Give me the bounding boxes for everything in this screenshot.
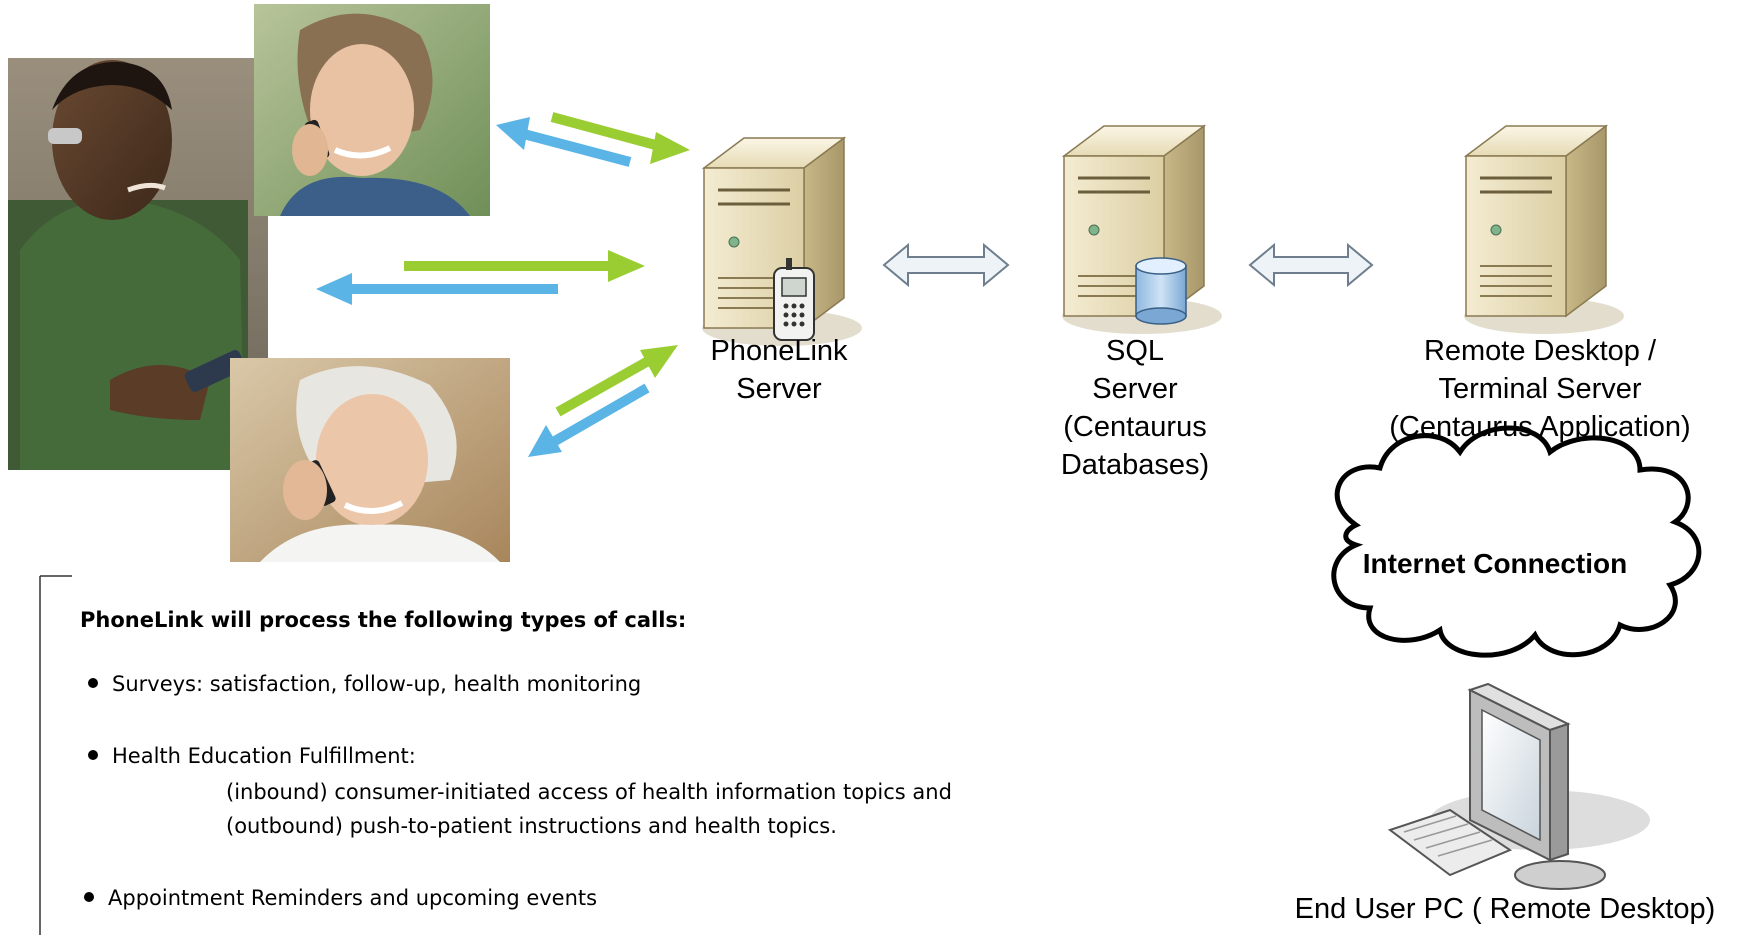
internet-connection-label: Internet Connection xyxy=(1362,548,1628,579)
photo-woman-phone-1 xyxy=(254,4,490,216)
photo-man-headset xyxy=(8,58,268,471)
phonelink-server-label: PhoneLink Server xyxy=(684,332,874,408)
call-type-label: Health Education Fulfillment: xyxy=(112,744,416,768)
remote-desktop-label: Remote Desktop / Terminal Server (Centau… xyxy=(1350,332,1730,446)
photo-woman-phone-2 xyxy=(230,358,510,562)
arrow-head-green-mid xyxy=(608,250,645,282)
call-type-item: Health Education Fulfillment: xyxy=(88,744,416,768)
call-type-subline: (inbound) consumer-initiated access of h… xyxy=(226,780,952,804)
mobile-phone-icon xyxy=(773,258,815,341)
end-user-label-text: End User PC ( Remote Desktop) xyxy=(1294,893,1716,925)
call-arrows xyxy=(316,112,690,457)
bullet-icon xyxy=(88,750,98,760)
note-bracket xyxy=(39,575,72,935)
arrow-head-green-bottom xyxy=(640,345,678,378)
phonelink-server-icon xyxy=(701,136,862,346)
note-heading: PhoneLink will process the following typ… xyxy=(80,608,687,632)
sql-server-label: SQL Server (Centaurus Databases) xyxy=(1030,332,1240,484)
call-type-subline: (outbound) push-to-patient instructions … xyxy=(226,814,837,838)
bullet-icon xyxy=(84,892,94,902)
arrow-head-blue-bottom xyxy=(528,425,562,457)
arrow-head-blue-top xyxy=(496,117,530,150)
call-type-label: Surveys: satisfaction, follow-up, health… xyxy=(112,672,642,696)
remote-label-line2: Terminal Server xyxy=(1438,373,1642,405)
phonelink-label-line1: PhoneLink xyxy=(710,335,848,367)
phonelink-label-line2: Server xyxy=(736,373,822,405)
call-type-item: Surveys: satisfaction, follow-up, health… xyxy=(88,672,641,696)
sql-label-line2: Server xyxy=(1092,373,1178,405)
end-user-pc-label: End User PC ( Remote Desktop) xyxy=(1260,890,1750,928)
sql-label-line1: SQL xyxy=(1105,335,1165,367)
double-arrow-phonelink-sql xyxy=(882,242,1010,288)
bullet-icon xyxy=(88,678,98,688)
call-type-item: Appointment Reminders and upcoming event… xyxy=(84,886,597,910)
remote-label-line1: Remote Desktop / xyxy=(1423,335,1657,367)
arrow-head-blue-mid xyxy=(316,273,352,305)
database-cylinder-icon xyxy=(1135,257,1187,325)
arrow-head-green-top xyxy=(650,132,690,164)
remote-desktop-server-icon xyxy=(1463,124,1624,334)
end-user-pc-icon xyxy=(1387,682,1650,890)
remote-label-line3: (Centaurus Application) xyxy=(1389,411,1691,443)
sql-label-line4: Databases) xyxy=(1060,449,1210,481)
sql-server-icon xyxy=(1061,124,1222,334)
internet-cloud-shape xyxy=(1331,425,1702,658)
call-type-label: Appointment Reminders and upcoming event… xyxy=(108,886,598,910)
sql-label-line3: (Centaurus xyxy=(1063,411,1207,443)
double-arrow-sql-remote xyxy=(1248,242,1374,288)
